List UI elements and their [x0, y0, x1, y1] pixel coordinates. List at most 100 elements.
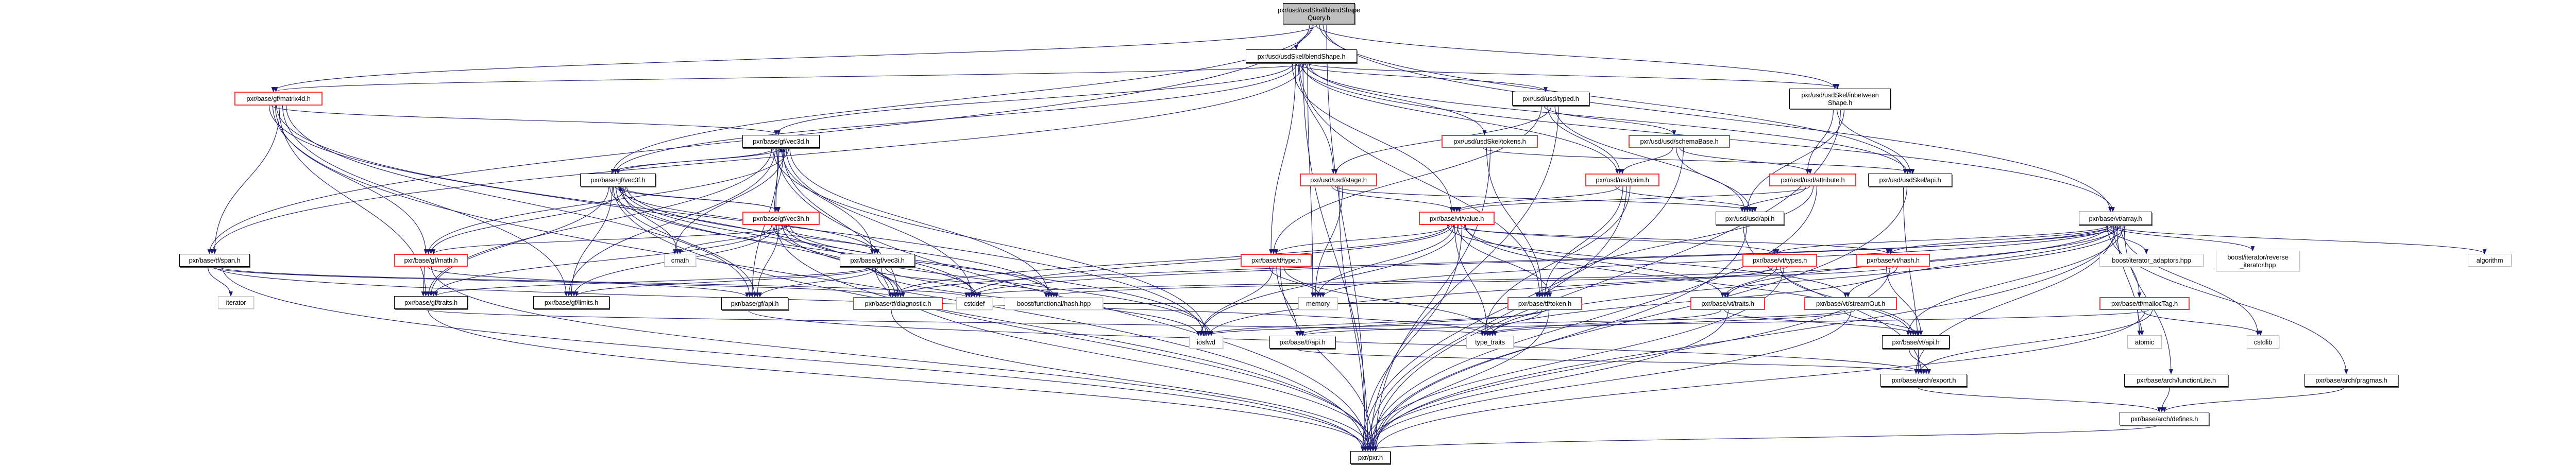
edge-span-to-iterator — [207, 266, 233, 297]
node-blend-shape[interactable]: pxr/usd/usdSkel/blendShape.h — [1246, 49, 1357, 63]
edge-vec3i-to-gfApi — [758, 266, 878, 298]
node-attribute[interactable]: pxr/usd/usd/attribute.h — [1769, 174, 1856, 186]
edge-tfApi-to-archExport — [1295, 348, 1928, 374]
node-gf-traits[interactable]: pxr/base/gf/traits.h — [394, 296, 468, 309]
edge-vtValue-to-vtApi — [1465, 224, 1913, 336]
edge-vec3f-to-gfLimits — [569, 186, 613, 297]
node-pragmas[interactable]: pxr/base/arch/pragmas.h — [2304, 374, 2398, 387]
node-span[interactable]: pxr/base/tf/span.h — [179, 254, 250, 267]
edge-vtArray-to-iosfwd — [1207, 224, 2109, 336]
edge-vec3d-to-gfMath — [426, 147, 789, 254]
edge-vec3h-to-cmath — [678, 224, 786, 254]
node-tokens[interactable]: pxr/usd/usdSkel/tokens.h — [1442, 135, 1538, 148]
edge-archDefines-to-pxr — [1361, 425, 2158, 452]
edge-matrix4d-to-span — [212, 105, 281, 254]
edge-blendShape-to-pxr — [1302, 62, 1370, 452]
node-vt-value[interactable]: pxr/base/vt/value.h — [1419, 212, 1495, 225]
node-vt-types[interactable]: pxr/base/vt/types.h — [1742, 254, 1817, 267]
node-inbetween[interactable]: pxr/usd/usdSkel/inbetween Shape.h — [1789, 89, 1891, 109]
node-matrix4d[interactable]: pxr/base/gf/matrix4d.h — [234, 92, 323, 106]
node-schema-base[interactable]: pxr/usd/usd/schemaBase.h — [1629, 135, 1730, 148]
edge-prim-to-typeTraits — [1483, 186, 1631, 336]
node-prim[interactable]: pxr/usd/usd/prim.h — [1585, 174, 1659, 186]
edge-vec3i-to-cstddef — [885, 266, 981, 298]
edge-blendShape-to-vec3d — [774, 62, 1294, 135]
edge-blendShape-to-inbetween — [1306, 62, 1840, 89]
edge-vtTypes-to-vtTraits — [1723, 266, 1777, 298]
edge-vtValue-to-iosfwd — [1199, 224, 1459, 336]
node-vec3i[interactable]: pxr/base/gf/vec3i.h — [840, 254, 915, 267]
node-gf-limits[interactable]: pxr/base/gf/limits.h — [533, 296, 609, 309]
edge-prim-to-tfToken — [1543, 186, 1623, 298]
edge-tfType-to-tfApi — [1276, 266, 1299, 336]
node-vt-traits[interactable]: pxr/base/vt/traits.h — [1690, 297, 1765, 310]
edge-vtValue-to-tfType — [1274, 224, 1451, 254]
edge-tfType-to-memory — [1269, 266, 1323, 298]
node-typed[interactable]: pxr/usd/usd/typed.h — [1512, 92, 1589, 106]
node-arch-export[interactable]: pxr/base/arch/export.h — [1880, 374, 1967, 387]
edge-vec3f-to-gfTraits — [429, 186, 609, 297]
edge-blendShape-to-vtValue — [1292, 62, 1454, 212]
node-adaptors: boost/iterator_adaptors.hpp — [2099, 254, 2204, 267]
node-tf-type[interactable]: pxr/base/tf/type.h — [1241, 254, 1312, 267]
edge-vtHash-to-hashHpp — [1044, 266, 1894, 298]
node-arch-defines[interactable]: pxr/base/arch/defines.h — [2120, 412, 2209, 425]
edge-vtTraits-to-pxr — [1363, 309, 1729, 452]
edge-schemaBase-to-usdApi — [1675, 147, 1752, 212]
node-diagnostic[interactable]: pxr/base/tf/diagnostic.h — [853, 297, 943, 310]
edge-vtArray-to-archExport — [1914, 224, 2116, 374]
edge-vec3f-to-gfMath — [429, 186, 626, 254]
edge-vec3d-to-hashHpp — [789, 147, 1051, 298]
node-vt-array[interactable]: pxr/base/vt/array.h — [2079, 212, 2152, 225]
edge-vtTraits-to-typeTraits — [1483, 309, 1722, 336]
node-gf-math[interactable]: pxr/base/gf/math.h — [394, 254, 468, 267]
node-cmath: cmath — [664, 254, 696, 267]
edge-gfMath-to-pxr — [431, 266, 1365, 452]
edge-typed-to-pxr — [1368, 105, 1559, 452]
edge-vec3f-to-cstddef — [622, 186, 976, 298]
edge-functionLite-to-archDefines — [2160, 386, 2170, 412]
edge-gfMath-to-gfTraits — [421, 266, 426, 297]
node-vec3d[interactable]: pxr/base/gf/vec3d.h — [742, 135, 820, 148]
node-query[interactable]: pxr/usd/usdSkel/blendShape Query.h — [1278, 3, 1360, 24]
node-vt-hash[interactable]: pxr/base/vt/hash.h — [1856, 254, 1930, 267]
edge-vtArray-to-vtHash — [1888, 224, 2113, 254]
edge-span-to-pxr — [222, 266, 1367, 452]
edge-blendShape-to-typed — [1294, 62, 1548, 92]
edge-matrix4d-to-iosfwd — [276, 105, 1206, 336]
edge-matrix4d-to-pxr — [272, 105, 1367, 452]
node-gf-api[interactable]: pxr/base/gf/api.h — [721, 297, 788, 310]
node-stage[interactable]: pxr/usd/usd/stage.h — [1300, 174, 1377, 186]
edge-vec3h-to-vec3f — [618, 186, 778, 212]
node-pxr[interactable]: pxr/pxr.h — [1350, 451, 1391, 464]
edge-blendShape-to-stage — [1298, 62, 1335, 174]
edge-blendShape-to-prim — [1301, 62, 1619, 174]
edge-vtValue-to-vtHash — [1450, 224, 1890, 254]
node-atomic: atomic — [2127, 335, 2162, 349]
edge-vec3d-to-cmath — [673, 147, 786, 254]
node-type-traits: type_traits — [1466, 336, 1514, 349]
node-vec3f[interactable]: pxr/base/gf/vec3f.h — [580, 174, 656, 186]
node-malloc-tag[interactable]: pxr/base/tf/mallocTag.h — [2099, 297, 2190, 310]
edge-vec3d-to-diagnostic — [782, 147, 900, 298]
node-cstdlib: cstdlib — [2247, 335, 2279, 349]
edge-archExport-to-archDefines — [1917, 386, 2161, 412]
edge-query-to-matrix4d — [271, 24, 1317, 92]
node-stream-out[interactable]: pxr/base/vt/streamOut.h — [1804, 297, 1897, 310]
node-usd-api[interactable]: pxr/usd/usd/api.h — [1716, 212, 1784, 225]
edge-typed-to-prim — [1547, 105, 1622, 174]
edge-prim-to-vtValue — [1454, 186, 1620, 212]
edge-diagnostic-to-pxr — [891, 309, 1372, 452]
node-tf-token[interactable]: pxr/base/tf/token.h — [1507, 297, 1582, 310]
node-function-lite[interactable]: pxr/base/arch/functionLite.h — [2124, 374, 2228, 387]
edge-tfType-to-typeTraits — [1283, 266, 1497, 336]
node-vec3h[interactable]: pxr/base/gf/vec3h.h — [742, 212, 820, 225]
node-skel-api[interactable]: pxr/usd/usdSkel/api.h — [1868, 174, 1952, 186]
edge-vtValue-to-vtTypes — [1460, 224, 1777, 254]
edge-attribute-to-tfToken — [1545, 186, 1814, 298]
node-iterator: iterator — [218, 296, 254, 309]
node-vt-api[interactable]: pxr/base/vt/api.h — [1882, 335, 1950, 349]
edge-vec3i-to-pxr — [875, 266, 1378, 452]
node-tf-api[interactable]: pxr/base/tf/api.h — [1269, 336, 1335, 349]
